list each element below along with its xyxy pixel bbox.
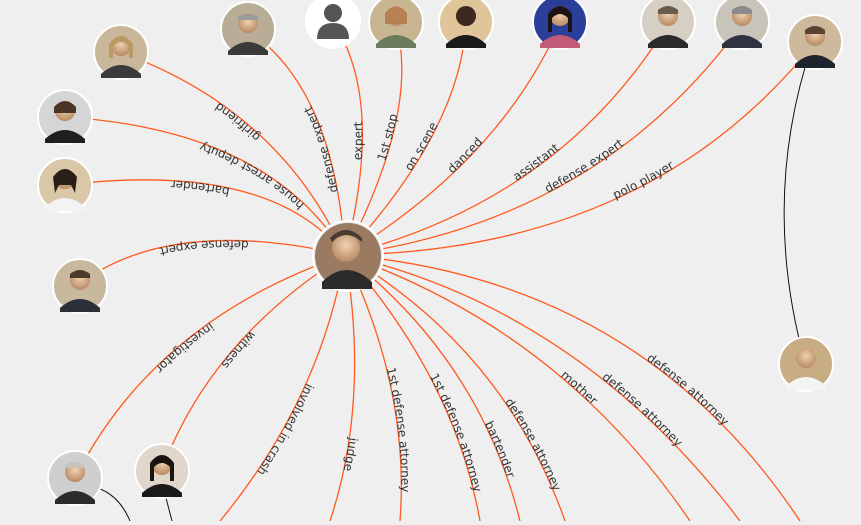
edge-label: 1st defense attorney [427, 371, 485, 493]
edge-witness[interactable] [161, 254, 346, 471]
edge-label: expert [350, 121, 365, 160]
edge-defense-attorney[interactable] [344, 254, 566, 522]
person-photo-node[interactable] [714, 0, 770, 50]
generic-user-icon[interactable] [305, 0, 361, 49]
edge-defense-attorney[interactable] [344, 254, 801, 522]
edge-polo-player[interactable] [344, 41, 816, 256]
edge-label: 1st stop [375, 113, 401, 163]
edge-label: mother [558, 368, 600, 408]
person-photo-node[interactable] [220, 1, 276, 57]
edge-on-scene[interactable] [344, 23, 467, 256]
person-photo-node[interactable] [778, 336, 834, 392]
edge-bartender[interactable] [344, 254, 521, 522]
edge-secondary [165, 497, 173, 522]
edge-mother[interactable] [344, 254, 691, 522]
edge-label: house arrest deputy [198, 140, 307, 212]
person-photo-node[interactable] [787, 14, 843, 70]
edge-danced[interactable] [344, 23, 561, 256]
edge-involved-in-crash[interactable] [219, 254, 346, 522]
person-photo-node[interactable] [532, 0, 588, 50]
person-photo-node[interactable] [438, 0, 494, 50]
person-photo-node[interactable] [47, 450, 103, 506]
edge-secondary [783, 44, 813, 363]
edges [64, 21, 816, 522]
edge-label: judge [341, 436, 361, 473]
person-photo-node[interactable] [37, 89, 93, 145]
edge-label: defense expert [301, 104, 341, 194]
edge-label: witness [219, 328, 259, 371]
edge-investigator[interactable] [74, 254, 346, 479]
edge-assistant[interactable] [344, 23, 669, 256]
center-person-node[interactable] [312, 220, 384, 292]
person-photo-node[interactable] [52, 258, 108, 314]
nodes [37, 0, 843, 506]
edge-girlfriend[interactable] [119, 51, 346, 256]
edge-label: 1st defense attorney [384, 366, 413, 493]
edge-label: bartender [482, 419, 518, 480]
edge-label: danced [445, 135, 486, 176]
edge-defense-expert[interactable] [77, 239, 346, 286]
edge-defense-expert[interactable] [247, 29, 346, 256]
edge-label: bartender [170, 177, 230, 199]
edge-defense-attorney[interactable] [344, 254, 741, 522]
person-photo-node[interactable] [37, 157, 93, 213]
person-photo-node[interactable] [368, 0, 424, 50]
edge-label: defense expert [158, 237, 249, 258]
person-photo-node[interactable] [93, 24, 149, 80]
edge-label: involved in crash [254, 382, 316, 479]
edge-defense-expert[interactable] [344, 23, 743, 256]
person-photo-node[interactable] [640, 0, 696, 50]
edge-house-arrest-deputy[interactable] [64, 116, 346, 256]
person-photo-node[interactable] [134, 443, 190, 499]
edge-label: polo player [611, 158, 677, 202]
edge-judge[interactable] [329, 254, 356, 522]
edge-label: investigator [153, 320, 217, 376]
edge-1st-defense-attorney[interactable] [344, 254, 481, 522]
edge-label: girlfriend [212, 100, 263, 145]
edge-label: defense attorney [502, 396, 564, 493]
edge-label: on scene [402, 120, 441, 173]
